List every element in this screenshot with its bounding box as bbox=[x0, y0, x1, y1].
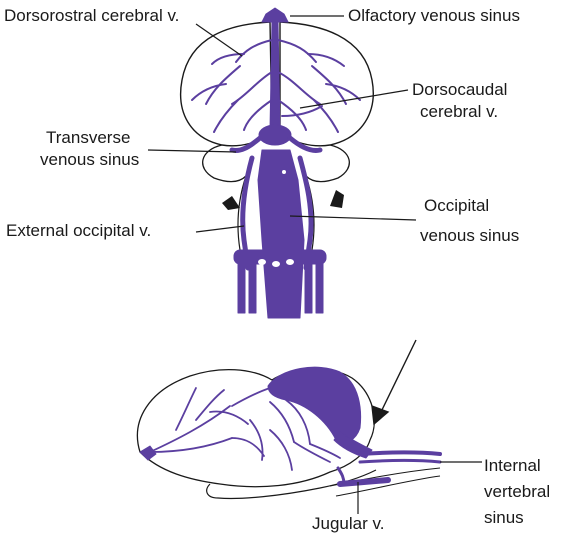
lateral-dorsal-sinus bbox=[268, 367, 361, 442]
label-olfactory-venous-sinus: Olfactory venous sinus bbox=[348, 6, 520, 26]
leader-external-occipital bbox=[196, 226, 244, 232]
label-internal-line2: vertebral bbox=[484, 482, 550, 502]
vertebral-column-2 bbox=[249, 258, 256, 313]
occipital-sinus-body bbox=[258, 150, 304, 318]
dorsal-sagittal-sinus bbox=[270, 22, 280, 130]
leader-dorsorostral bbox=[196, 24, 242, 56]
label-external-occipital-vein: External occipital v. bbox=[6, 221, 151, 241]
label-transverse-line2: venous sinus bbox=[40, 150, 139, 170]
label-jugular-vein: Jugular v. bbox=[312, 514, 384, 534]
vertebral-column-4 bbox=[316, 258, 323, 313]
left-ear-structure bbox=[222, 196, 240, 210]
label-dorsocaudal-line1: Dorsocaudal bbox=[412, 80, 507, 100]
label-occipital-line1: Occipital bbox=[424, 196, 489, 216]
olfactory-sinus bbox=[262, 8, 288, 22]
label-internal-line3: sinus bbox=[484, 508, 524, 528]
right-ear-structure bbox=[330, 190, 344, 208]
leader-transverse bbox=[148, 150, 236, 152]
label-internal-line1: Internal bbox=[484, 456, 541, 476]
label-dorsocaudal-line2: cerebral v. bbox=[420, 102, 498, 122]
indicator-arrow bbox=[372, 340, 416, 424]
leader-dorsocaudal bbox=[300, 90, 408, 108]
label-occipital-line2: venous sinus bbox=[420, 226, 519, 246]
internal-vertebral-sinus-vessel bbox=[360, 453, 440, 455]
vertebral-column-1 bbox=[238, 258, 245, 313]
label-dorsorostral-cerebral-vein: Dorsorostral cerebral v. bbox=[4, 6, 179, 26]
vertebral-column-3 bbox=[305, 258, 312, 313]
jugular-vein-vessel bbox=[340, 480, 388, 484]
dorsal-view bbox=[148, 8, 416, 318]
sinus-confluence bbox=[259, 125, 291, 145]
lateral-view bbox=[137, 340, 482, 514]
label-transverse-line1: Transverse bbox=[46, 128, 130, 148]
